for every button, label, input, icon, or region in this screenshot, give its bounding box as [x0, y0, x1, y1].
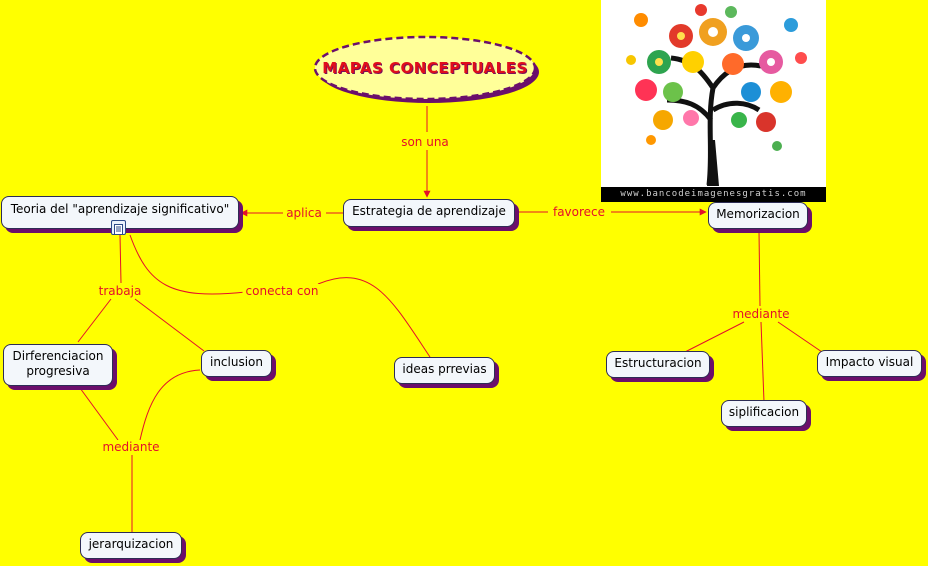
- tree-image: www.bancodeimagenesgratis.com: [601, 0, 826, 202]
- note-icon[interactable]: [111, 220, 126, 235]
- node-memorizacion-label: Memorizacion: [716, 207, 800, 221]
- title-bubble[interactable]: MAPAS CONCEPTUALES: [313, 33, 543, 105]
- node-diferenciacion-line1: Dirferenciacion: [12, 349, 104, 363]
- node-impacto-visual[interactable]: Impacto visual: [817, 350, 922, 377]
- image-watermark: www.bancodeimagenesgratis.com: [601, 187, 826, 202]
- node-diferenciacion[interactable]: Dirferenciacion progresiva: [3, 344, 113, 386]
- link-label-mediante-right: mediante: [729, 307, 793, 321]
- node-estrategia-label: Estrategia de aprendizaje: [352, 204, 506, 218]
- map-title: MAPAS CONCEPTUALES: [322, 59, 528, 77]
- line-teoria-trabaja: [119, 234, 122, 284]
- line-mediante-estructuracion: [684, 321, 745, 353]
- node-estructuracion[interactable]: Estructuracion: [606, 351, 710, 378]
- line-trabaja-diferenciacion: [77, 298, 112, 343]
- node-siplificacion-label: siplificacion: [728, 405, 800, 419]
- node-inclusion-label: inclusion: [209, 355, 263, 369]
- line-mediante-siplificacion: [760, 321, 765, 403]
- note-icon-graphic: [114, 224, 123, 235]
- line-conecta-ideas: [317, 277, 431, 358]
- node-ideas-previas-label: ideas prrevias: [402, 362, 487, 376]
- line-trabaja-inclusion: [134, 298, 205, 352]
- link-label-son-una: son una: [398, 135, 452, 149]
- tree-illustration: [626, 4, 807, 186]
- node-estrategia[interactable]: Estrategia de aprendizaje: [343, 199, 515, 227]
- node-teoria-label: Teoria del "aprendizaje significativo": [10, 202, 230, 216]
- line-memorizacion-mediante: [758, 230, 761, 307]
- node-impacto-visual-label: Impacto visual: [825, 355, 914, 369]
- line-inclusion-mediante: [139, 369, 201, 441]
- node-memorizacion[interactable]: Memorizacion: [708, 202, 808, 229]
- link-label-mediante-left: mediante: [99, 440, 163, 454]
- link-label-conecta-con: conecta con: [242, 284, 322, 298]
- line-diferenciacion-mediante: [79, 387, 119, 441]
- node-siplificacion[interactable]: siplificacion: [721, 400, 807, 427]
- link-label-aplica: aplica: [283, 206, 325, 220]
- link-label-favorece: favorece: [549, 205, 609, 219]
- title-ellipse: [313, 35, 539, 103]
- node-ideas-previas[interactable]: ideas prrevias: [394, 357, 495, 384]
- node-diferenciacion-line2: progresiva: [26, 364, 90, 378]
- node-jerarquizacion[interactable]: jerarquizacion: [80, 532, 182, 559]
- node-estructuracion-label: Estructuracion: [614, 356, 702, 370]
- node-inclusion[interactable]: inclusion: [201, 350, 272, 377]
- link-label-trabaja: trabaja: [95, 284, 145, 298]
- line-teoria-conecta: [129, 234, 247, 295]
- line-mediante-impacto: [777, 321, 823, 353]
- node-jerarquizacion-label: jerarquizacion: [88, 537, 174, 551]
